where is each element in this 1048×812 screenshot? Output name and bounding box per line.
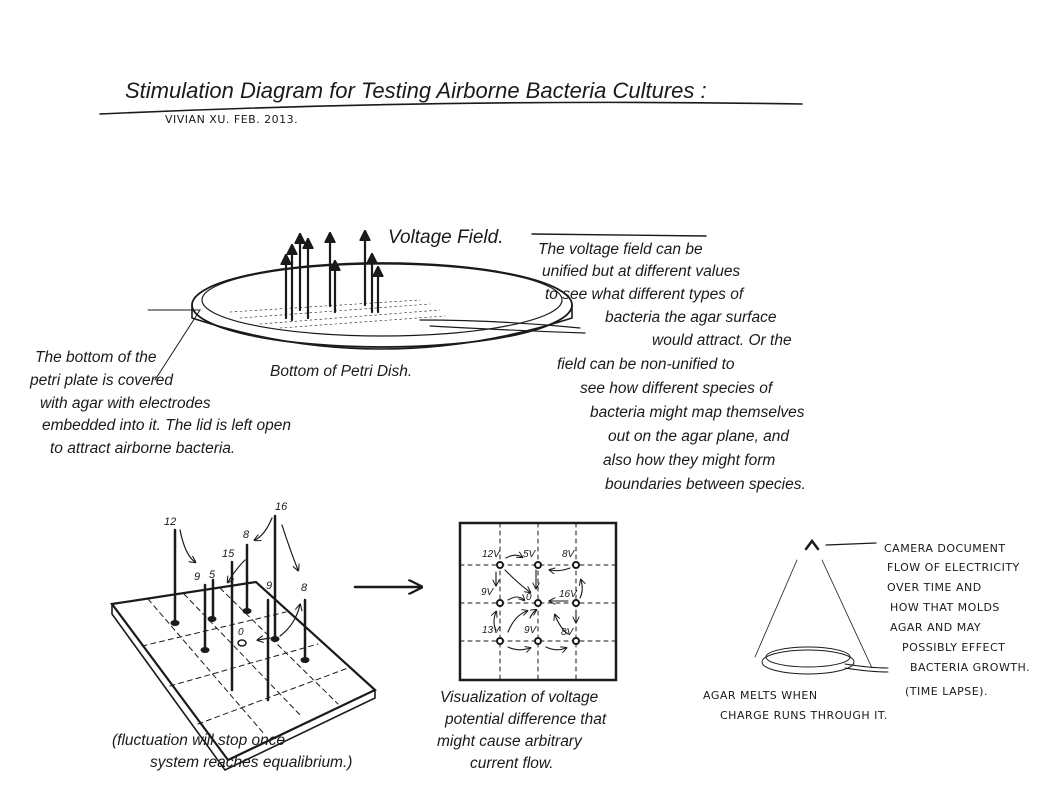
electrode-value: 8 <box>243 529 250 541</box>
voltage-field-label: Voltage Field. <box>388 227 504 248</box>
note-line: bacteria might map themselves <box>590 404 805 421</box>
note-line: with agar with electrodes <box>40 395 211 412</box>
grid-value: 5V <box>523 549 536 560</box>
note-line: might cause arbitrary <box>437 733 582 750</box>
page-title: Stimulation Diagram for Testing Airborne… <box>125 78 707 103</box>
fluctuation-note: system reaches equalibrium.) <box>150 754 353 771</box>
note-line: boundaries between species. <box>605 476 806 493</box>
electrode-value: 0 <box>238 627 244 638</box>
camera-icon <box>804 538 820 551</box>
note-line: POSSIBLY EFFECT <box>902 641 1006 654</box>
grid-value: 8V <box>562 549 575 560</box>
note-line: see how different species of <box>580 380 773 397</box>
grid-value: 12V <box>482 549 500 560</box>
note-line: to see what different types of <box>545 286 744 303</box>
note-line: (TIME LAPSE). <box>905 685 988 698</box>
electrode-value: 16 <box>275 501 288 513</box>
note-line: OVER TIME AND <box>887 581 982 594</box>
note-line: would attract. Or the <box>652 332 792 349</box>
note-line: CAMERA DOCUMENT <box>884 542 1006 555</box>
grid-value: 16V <box>559 589 577 600</box>
electrode-value: 12 <box>164 516 177 528</box>
note-line: petri plate is covered <box>30 372 174 389</box>
petri-dish <box>147 232 586 381</box>
note-line: current flow. <box>470 755 554 772</box>
note-line: embedded into it. The lid is left open <box>42 417 292 434</box>
note-line: The voltage field can be <box>538 241 703 258</box>
note-line: AGAR AND MAY <box>890 621 982 634</box>
note-line: Visualization of voltage <box>440 689 599 706</box>
note-line: HOW THAT MOLDS <box>890 601 1000 614</box>
electrode-value: 9 <box>194 571 201 583</box>
electrode-board <box>110 514 377 772</box>
agar-note: AGAR MELTS WHEN <box>703 689 818 702</box>
author-line: VIVIAN XU. FEB. 2013. <box>165 113 299 126</box>
camera-setup <box>754 538 889 675</box>
fluctuation-note: (fluctuation will stop once <box>112 732 286 749</box>
note-line: field can be non-unified to <box>557 356 735 373</box>
note-line: to attract airborne bacteria. <box>50 440 236 457</box>
note-line: unified but at different values <box>542 263 741 280</box>
note-line: out on the agar plane, and <box>608 428 789 445</box>
voltage-grid <box>458 521 618 682</box>
dish-label: Bottom of Petri Dish. <box>270 363 413 380</box>
grid-value: 9V <box>524 625 537 636</box>
grid-value: 9V <box>481 587 494 598</box>
electrode-value: 8 <box>301 582 308 594</box>
electrode-value: 5 <box>209 569 216 581</box>
grid-value: 13V <box>482 625 500 636</box>
grid-value: 0 <box>526 592 532 603</box>
note-line: FLOW OF ELECTRICITY <box>887 561 1020 574</box>
grid-value: 8V <box>561 627 574 638</box>
title-underline <box>99 101 803 115</box>
note-line: The bottom of the <box>35 349 157 366</box>
electrode-value: 15 <box>222 548 235 560</box>
agar-note: CHARGE RUNS THROUGH IT. <box>720 709 888 722</box>
note-line: potential difference that <box>445 711 607 728</box>
note-line: BACTERIA GROWTH. <box>910 661 1031 674</box>
voltage-field-leader <box>531 233 707 237</box>
electrode-value: 9 <box>266 580 273 592</box>
note-line: also how they might form <box>603 452 776 469</box>
note-line: bacteria the agar surface <box>605 309 777 326</box>
